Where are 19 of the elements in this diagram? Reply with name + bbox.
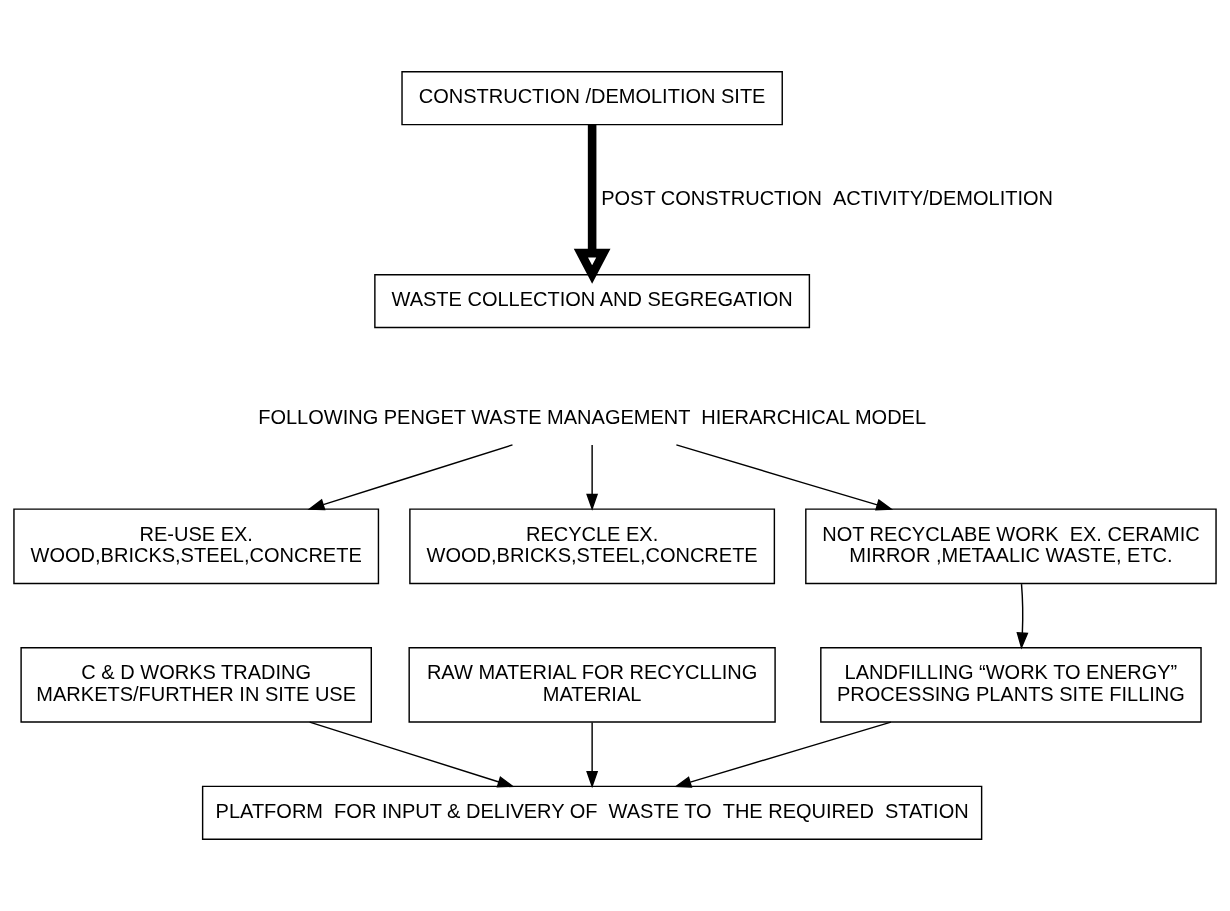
node-box: CONSTRUCTION /DEMOLITION SITE bbox=[401, 71, 783, 126]
node-box: RAW MATERIAL FOR RECYCLLING MATERIAL bbox=[408, 647, 776, 723]
arrow bbox=[674, 721, 892, 788]
arrow bbox=[586, 721, 599, 789]
arrow bbox=[675, 444, 894, 511]
arrow bbox=[573, 124, 611, 284]
node-box: WASTE COLLECTION AND SEGREGATION bbox=[374, 273, 811, 329]
node-box: C & D WORKS TRADING MARKETS/FURTHER IN SITE USE bbox=[20, 647, 372, 723]
arrow bbox=[308, 721, 515, 788]
node-box: RECYCLE EX. WOOD,BRICKS,STEEL,CONCRETE bbox=[409, 508, 776, 585]
arrow bbox=[586, 444, 599, 511]
arrow bbox=[307, 444, 514, 511]
edge-label: POST CONSTRUCTION ACTIVITY/DEMOLITION bbox=[601, 186, 1054, 209]
node-box: NOT RECYCLABE WORK EX. CERAMIC MIRROR ,METAALIC WASTE, ETC. bbox=[805, 508, 1217, 585]
arrow bbox=[1016, 583, 1029, 650]
node-box: RE-USE EX. WOOD,BRICKS,STEEL,CONCRETE bbox=[13, 508, 380, 585]
node-text: FOLLOWING PENGET WASTE MANAGEMENT HIERARCHICAL MODEL bbox=[258, 405, 927, 428]
node-box: PLATFORM FOR INPUT & DELIVERY OF WASTE TO THE REQUIRED STATION bbox=[201, 785, 983, 840]
node-box: LANDFILLING “WORK TO ENERGY” PROCESSING PLANTS SITE FILLING bbox=[820, 647, 1202, 723]
